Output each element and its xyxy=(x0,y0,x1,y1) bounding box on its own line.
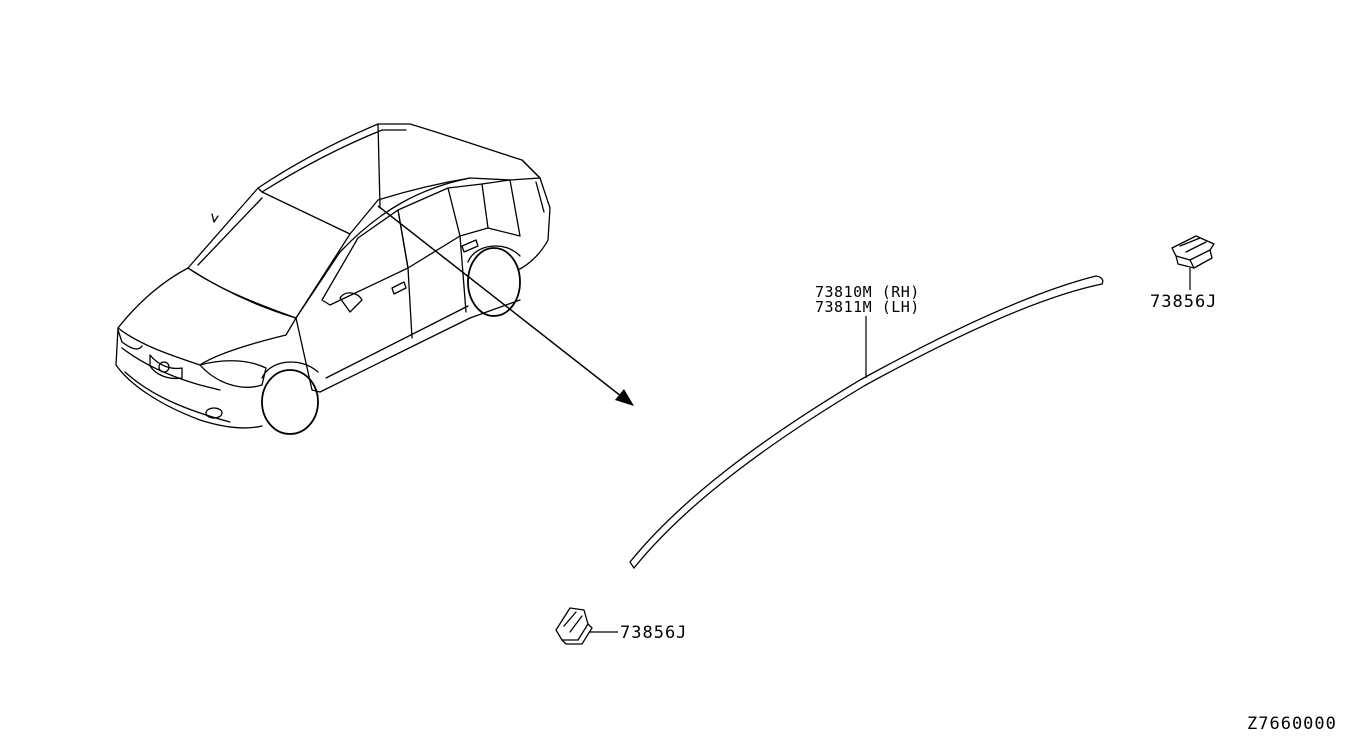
drawing-code: Z7660000 xyxy=(1247,714,1337,734)
clip-upper-label: 73856J xyxy=(1150,292,1217,312)
clip-upper-illustration xyxy=(1171,235,1215,290)
clip-lower-label: 73856J xyxy=(620,623,687,643)
pointer-arrow xyxy=(377,205,634,406)
clip-lower-illustration xyxy=(555,607,618,645)
molding-label-rh: 73810M (RH) xyxy=(815,283,920,301)
roof-molding xyxy=(629,275,1104,569)
car-illustration xyxy=(115,123,551,435)
molding-label-lh: 73811M (LH) xyxy=(815,298,920,316)
